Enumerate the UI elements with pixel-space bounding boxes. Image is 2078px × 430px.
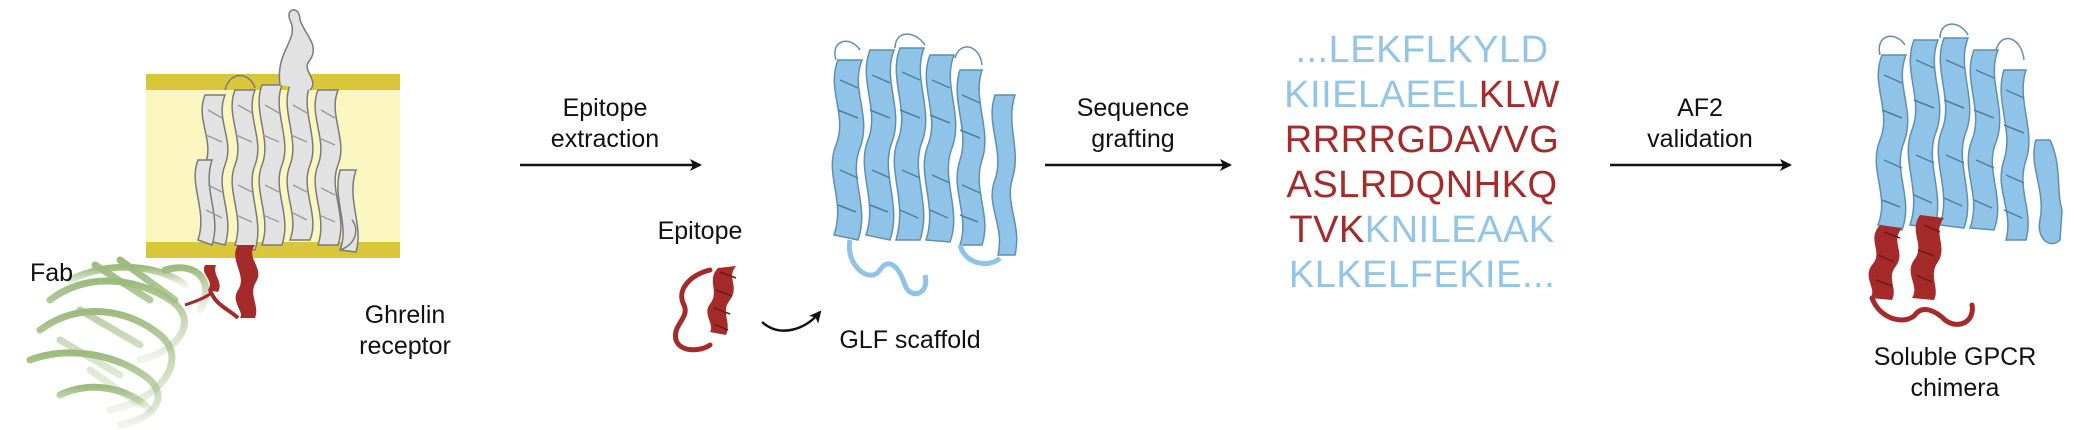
sequence-grafting-label: Sequence grafting (1068, 93, 1198, 155)
sequence-line-4: ASLRDQNHKQ (1272, 163, 1572, 208)
epitope-extraction-line2: extraction (550, 125, 660, 153)
grafted-epitope-residues: ASLRDQNHKQ (1286, 164, 1558, 206)
scaffold-residues: KLKELFEKIE... (1288, 254, 1556, 296)
epitope-extraction-label: Epitope extraction (540, 93, 670, 155)
receptor-icon (194, 9, 359, 253)
fab-icon (26, 256, 210, 429)
fab-label: Fab (30, 259, 74, 287)
af2-validation-line1: AF2 (1677, 94, 1723, 122)
scaffold-residues: ...LEKFLKYLD (1295, 29, 1549, 71)
af2-validation-label: AF2 validation (1635, 93, 1765, 155)
sequence-line-2: KIIELAEELKLW (1272, 73, 1572, 118)
membrane-top-band (146, 74, 400, 90)
grafted-epitope-residues: RRRRGDAVVG (1284, 119, 1560, 161)
soluble-gpcr-line1: Soluble GPCR (1873, 343, 2037, 371)
soluble-gpcr-chimera-label: Soluble GPCR chimera (1860, 342, 2050, 404)
chimera-epitope-icon (1868, 215, 1975, 327)
chimera-icon (1875, 23, 2063, 245)
grafted-epitope-residues: KLW (1478, 74, 1560, 116)
af2-validation-line2: validation (1647, 125, 1753, 153)
scaffold-residues: KIIELAEEL (1284, 74, 1479, 116)
scaffold-icon (831, 33, 1018, 297)
epitope-icon (672, 266, 737, 353)
sequence-line-6: KLKELFEKIE... (1272, 253, 1572, 298)
ghrelin-receptor-line1: Ghrelin (364, 301, 446, 329)
sequence-line-5: TVKKNILEAAK (1272, 208, 1572, 253)
membrane-bottom-band (146, 242, 400, 258)
epitope-extraction-line1: Epitope (562, 94, 648, 122)
scaffold-residues: KNILEAAK (1364, 209, 1555, 251)
sequence-grafting-line2: grafting (1091, 125, 1175, 153)
soluble-gpcr-line2: chimera (1910, 374, 2000, 402)
grafted-epitope-residues: TVK (1289, 209, 1365, 251)
sequence-line-3: RRRRGDAVVG (1272, 118, 1572, 163)
glf-scaffold-label: GLF scaffold (839, 326, 981, 354)
ghrelin-receptor-label: Ghrelin receptor (345, 300, 465, 362)
receptor-epitope-icon (184, 245, 259, 320)
curved-arrow-icon (761, 310, 822, 332)
ghrelin-receptor-line2: receptor (359, 332, 451, 360)
epitope-label: Epitope (657, 217, 743, 245)
sequence-line-1: ...LEKFLKYLD (1272, 28, 1572, 73)
sequence-grafting-line1: Sequence (1076, 94, 1190, 122)
